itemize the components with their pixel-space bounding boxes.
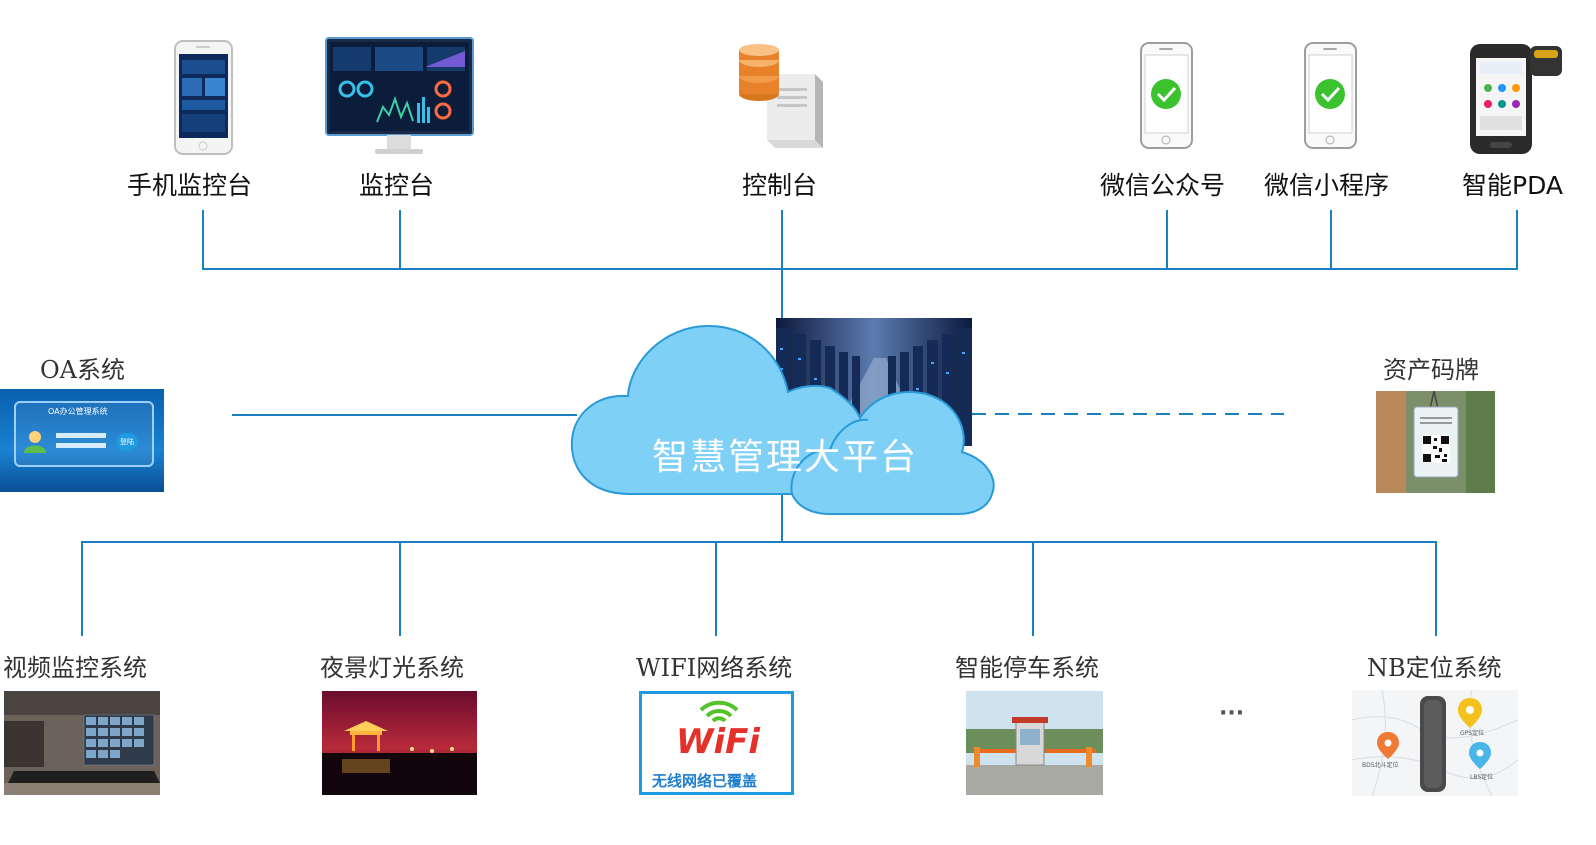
more-systems-ellipsis: ··· <box>1219 701 1245 726</box>
console-label: 控制台 <box>742 171 818 200</box>
dashed-link <box>972 413 1284 415</box>
wechat-official-label: 微信公众号 <box>1100 171 1226 200</box>
map-background <box>1352 690 1518 796</box>
parking-gate-photo <box>966 691 1103 795</box>
mobile-monitor-phone-icon <box>174 40 233 155</box>
lbs-pin-label: LBS定位 <box>1470 774 1494 781</box>
wifi-brand-text: WiFi <box>676 722 761 762</box>
mobile-monitor-label: 手机监控台 <box>127 171 253 200</box>
smart-pda-device-icon <box>1470 44 1562 154</box>
wifi-system-label: WIFI网络系统 <box>636 654 793 682</box>
video-system-label: 视频监控系统 <box>3 654 147 682</box>
platform-title: 智慧管理大平台 <box>652 437 919 478</box>
wifi-coverage-image: WiFi 无线网络已覆盖 <box>639 691 794 795</box>
wifi-signal-icon <box>699 700 739 723</box>
oa-window-title: OA办公管理系统 <box>48 407 108 416</box>
nb-locator-image: GPS定位 BDS北斗定位 LBS定位 <box>1352 690 1518 796</box>
wifi-caption-text: 无线网络已覆盖 <box>652 772 758 790</box>
oa-login-button: 登陆 <box>116 433 138 451</box>
asset-tag-label: 资产码牌 <box>1383 356 1479 384</box>
wechat-official-phone-icon <box>1140 42 1193 149</box>
platform-cloud <box>570 324 995 515</box>
night-lighting-photo <box>322 691 477 795</box>
monitor-screen-icon <box>325 37 474 154</box>
user-avatar-icon <box>24 431 46 453</box>
monitor-label: 监控台 <box>359 171 435 200</box>
beidou-pin-label: BDS北斗定位 <box>1362 762 1399 769</box>
night-light-system-label: 夜景灯光系统 <box>320 654 464 682</box>
oa-screenshot: OA办公管理系统 登陆 <box>0 389 164 492</box>
asset-tag-photo <box>1376 391 1495 493</box>
oa-label: OA系统 <box>40 356 126 384</box>
server-database-icon <box>739 44 823 148</box>
gps-pin-label: GPS定位 <box>1460 730 1485 737</box>
wechat-mini-label: 微信小程序 <box>1264 171 1390 200</box>
wechat-mini-phone-icon <box>1304 42 1357 149</box>
smart-pda-label: 智能PDA <box>1462 171 1563 200</box>
parking-system-label: 智能停车系统 <box>955 654 1099 682</box>
video-monitoring-photo <box>4 691 160 795</box>
nb-system-label: NB定位系统 <box>1367 654 1502 682</box>
